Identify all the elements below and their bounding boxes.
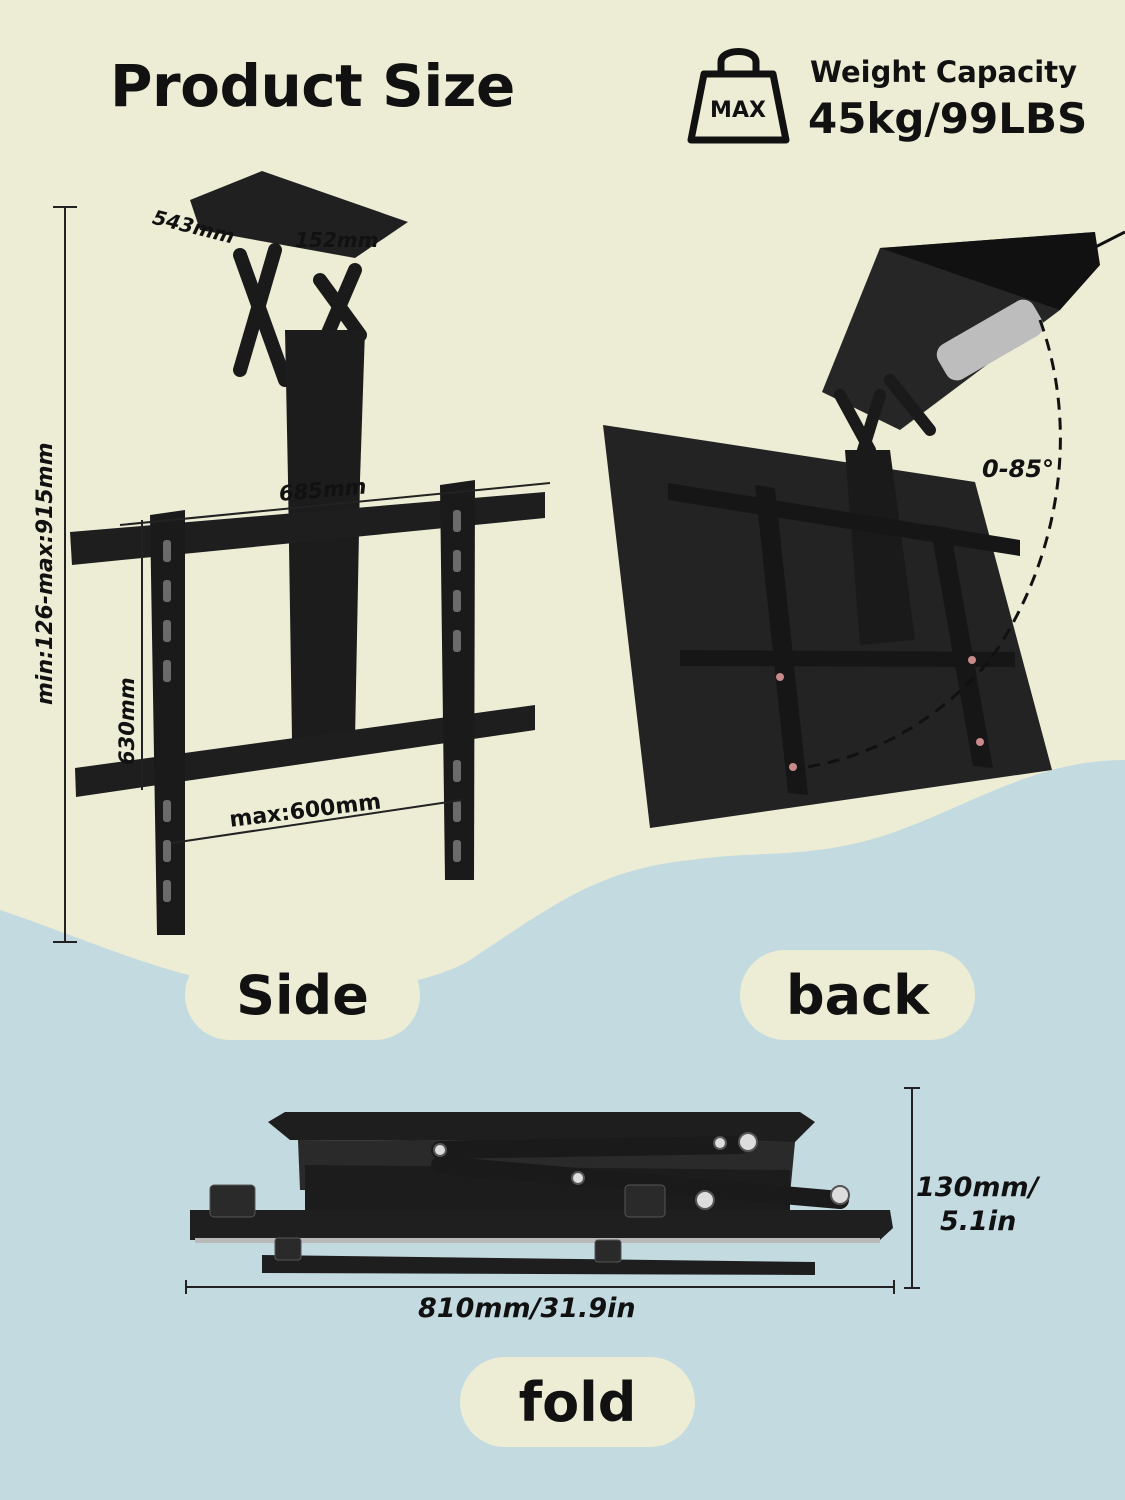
side-top-width-label: 152mm — [295, 228, 379, 252]
weight-icon-text: MAX — [710, 98, 766, 123]
fold-height-label-line1: 130mm/ — [916, 1172, 1039, 1203]
weight-capacity-label: Weight Capacity — [810, 55, 1078, 89]
weight-capacity-value: 45kg/99LBS — [808, 94, 1088, 143]
fold-height-label-line2: 5.1in — [940, 1206, 1017, 1237]
back-section-label: back — [740, 950, 975, 1040]
side-section-label: Side — [185, 950, 420, 1040]
page-title: Product Size — [110, 52, 515, 120]
fold-section-label: fold — [460, 1357, 695, 1447]
fold-width-label: 810mm/31.9in — [418, 1293, 636, 1324]
weight-max-icon: MAX — [687, 48, 790, 144]
back-angle-label: 0-85° — [982, 455, 1055, 483]
